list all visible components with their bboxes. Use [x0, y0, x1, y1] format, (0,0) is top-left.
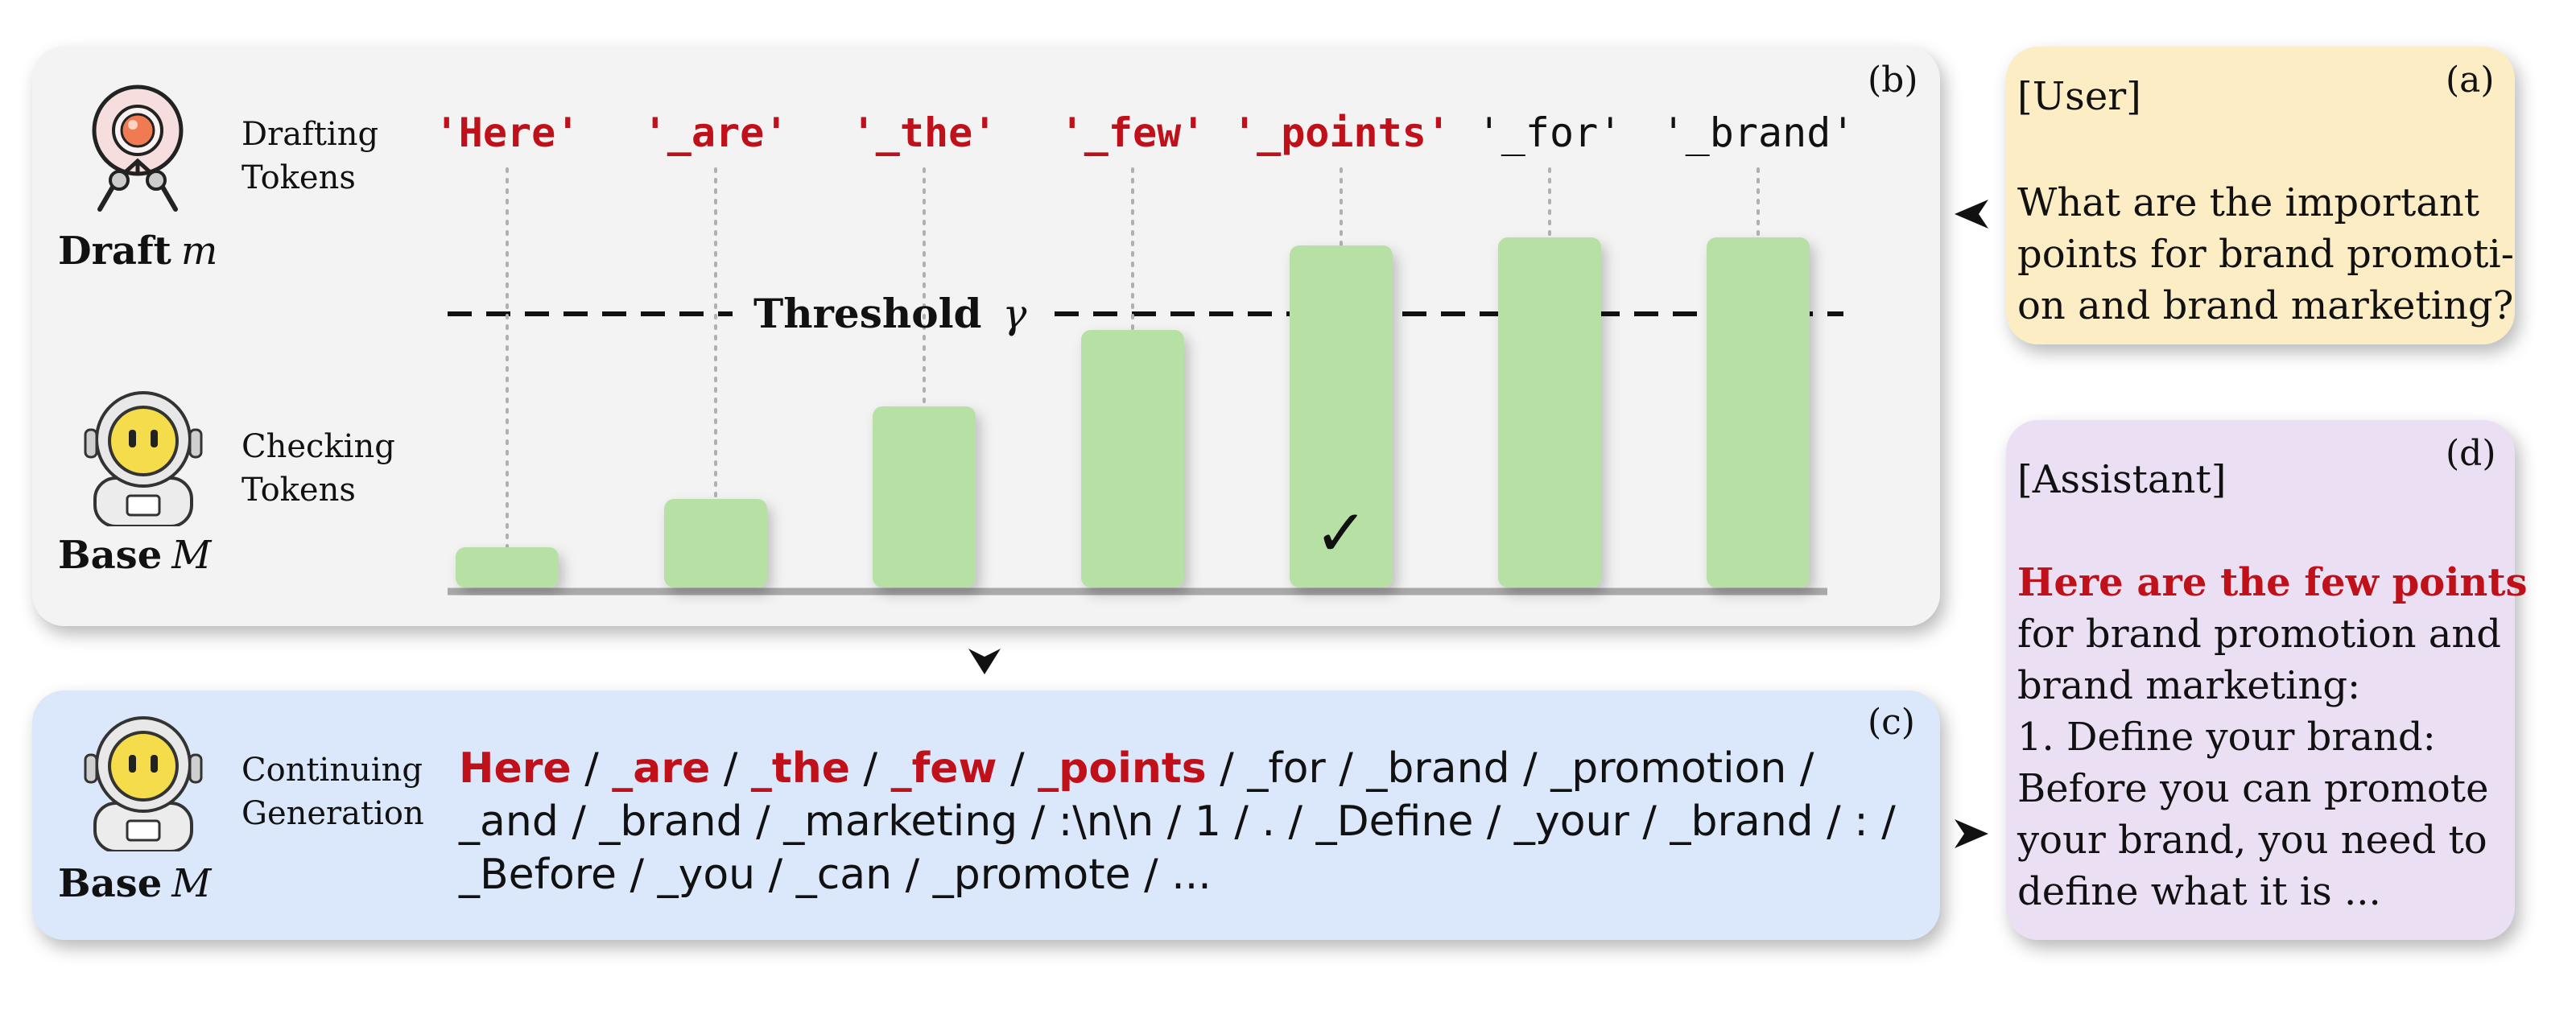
- generated-token: _brand: [599, 798, 743, 846]
- generated-token: .: [1261, 798, 1276, 846]
- drafting-token-label: '_few': [1059, 109, 1206, 156]
- drafting-token-label: '_are': [642, 109, 789, 156]
- assistant-response-line: Before you can promote: [2017, 766, 2489, 811]
- assistant-response-text: Here are the few points for brand promot…: [2017, 557, 2528, 917]
- generated-token: ...: [1171, 851, 1212, 899]
- generated-token: _you: [657, 851, 756, 899]
- generated-token: _brand: [1366, 744, 1510, 793]
- token-score-bar: [873, 406, 976, 587]
- accepted-token: _few: [890, 744, 997, 793]
- base-astronaut-icon: [84, 716, 203, 851]
- accepted-token: Here: [459, 744, 572, 793]
- accepted-token: _points: [1038, 744, 1207, 793]
- generated-token: _and: [459, 798, 559, 846]
- arrow-down-icon: [968, 649, 1001, 674]
- generated-token: _marketing: [783, 798, 1018, 846]
- user-role-label: [User]: [2017, 74, 2141, 119]
- generated-token: _can: [795, 851, 893, 899]
- arrow-right-icon: [1955, 819, 1988, 848]
- assistant-response-line: 1. Define your brand:: [2017, 715, 2436, 760]
- panel-d-tag: (d): [2446, 433, 2496, 474]
- continuing-generation-label: Continuing Generation: [242, 752, 424, 832]
- check-icon: ✓: [1314, 496, 1368, 571]
- drafting-token-label: '_the': [851, 109, 997, 156]
- generated-token: _promote: [932, 851, 1131, 899]
- base-astronaut-icon: [84, 391, 203, 526]
- accepted-token: _the: [750, 744, 851, 793]
- arrow-left-icon: [1955, 200, 1988, 229]
- drafting-token-label: 'Here': [434, 109, 580, 156]
- token-score-bar: [456, 547, 559, 587]
- accepted-token: _are: [612, 744, 711, 793]
- generated-token: _Before: [459, 851, 617, 899]
- panel-b-tag: (b): [1868, 60, 1918, 101]
- drafting-token-label: '_points': [1232, 109, 1451, 156]
- generated-token: _Define: [1315, 798, 1474, 846]
- token-score-chart: ✓: [448, 167, 1843, 596]
- drafting-tokens-label: Drafting Tokens: [242, 116, 379, 196]
- user-prompt-text: What are the important points for brand p…: [2017, 177, 2514, 332]
- generated-token: 1: [1194, 798, 1221, 846]
- user-prompt-line: on and brand marketing?: [2017, 283, 2514, 328]
- drafting-token-label: '_for': [1476, 109, 1623, 156]
- draft-robot-icon: [92, 84, 184, 212]
- generated-token: _brand: [1670, 798, 1814, 846]
- drafting-panel: [32, 47, 1940, 626]
- continuation-panel: [32, 690, 1940, 940]
- user-prompt-line: points for brand promoti-: [2017, 232, 2514, 277]
- generated-token: :\n\n: [1058, 798, 1154, 846]
- generated-token: :: [1854, 798, 1868, 846]
- panel-a-tag: (a): [2446, 60, 2495, 101]
- generated-token-sequence: Here / _are / _the / _few / _points / _f…: [459, 744, 1896, 899]
- assistant-response-panel: [2006, 420, 2515, 940]
- generated-token: _promotion: [1550, 744, 1787, 793]
- assistant-highlight: Here are the few points: [2017, 560, 2528, 605]
- token-score-bar: [1081, 330, 1184, 587]
- user-prompt-panel: [2006, 47, 2515, 344]
- panel-c-tag: (c): [1868, 702, 1915, 743]
- generated-token: _your: [1513, 798, 1629, 846]
- assistant-response-line: brand marketing:: [2017, 663, 2361, 708]
- token-score-bar: [1498, 237, 1601, 587]
- token-score-bar: [664, 499, 767, 587]
- assistant-role-label: [Assistant]: [2017, 457, 2227, 502]
- assistant-response-line: for brand promotion and: [2017, 612, 2502, 657]
- assistant-response-line: define what it is ...: [2017, 869, 2381, 914]
- checking-tokens-label: Checking Tokens: [242, 428, 395, 509]
- token-score-bar: [1707, 237, 1810, 587]
- user-prompt-line: What are the important: [2017, 180, 2480, 225]
- assistant-response-line: your brand, you need to: [2017, 818, 2487, 863]
- token-score-bar: [1290, 245, 1393, 587]
- drafting-token-label: '_brand': [1661, 109, 1856, 156]
- generated-token: _for: [1247, 744, 1326, 793]
